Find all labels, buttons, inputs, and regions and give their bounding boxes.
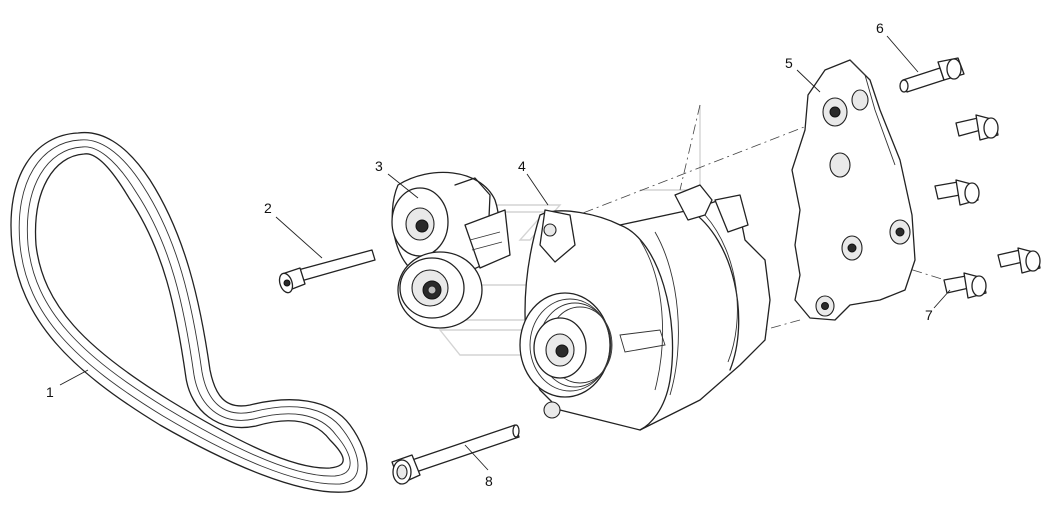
bolt-d xyxy=(943,272,987,299)
bracket-bolt-long xyxy=(899,57,965,93)
callout-5: 5 xyxy=(785,55,793,71)
callout-2: 2 xyxy=(264,200,272,216)
mounting-bracket xyxy=(791,59,916,321)
drive-belt xyxy=(10,131,368,493)
belt-tensioner xyxy=(391,171,511,329)
callout-8: 8 xyxy=(485,473,493,489)
callout-3: 3 xyxy=(375,158,383,174)
alternator-bolt xyxy=(391,424,520,485)
bolt-b xyxy=(934,179,980,206)
callout-labels: 1 2 3 4 5 6 7 8 xyxy=(46,20,933,489)
bolt-c xyxy=(997,247,1041,274)
alternator xyxy=(519,184,771,431)
callout-7: 7 xyxy=(925,307,933,323)
callout-6: 6 xyxy=(876,20,884,36)
callout-4: 4 xyxy=(518,158,526,174)
callout-1: 1 xyxy=(46,384,54,400)
bracket-bolts xyxy=(934,114,1041,299)
leader-lines xyxy=(59,35,951,471)
tensioner-bolt xyxy=(278,249,376,294)
bolt-a xyxy=(955,114,999,141)
